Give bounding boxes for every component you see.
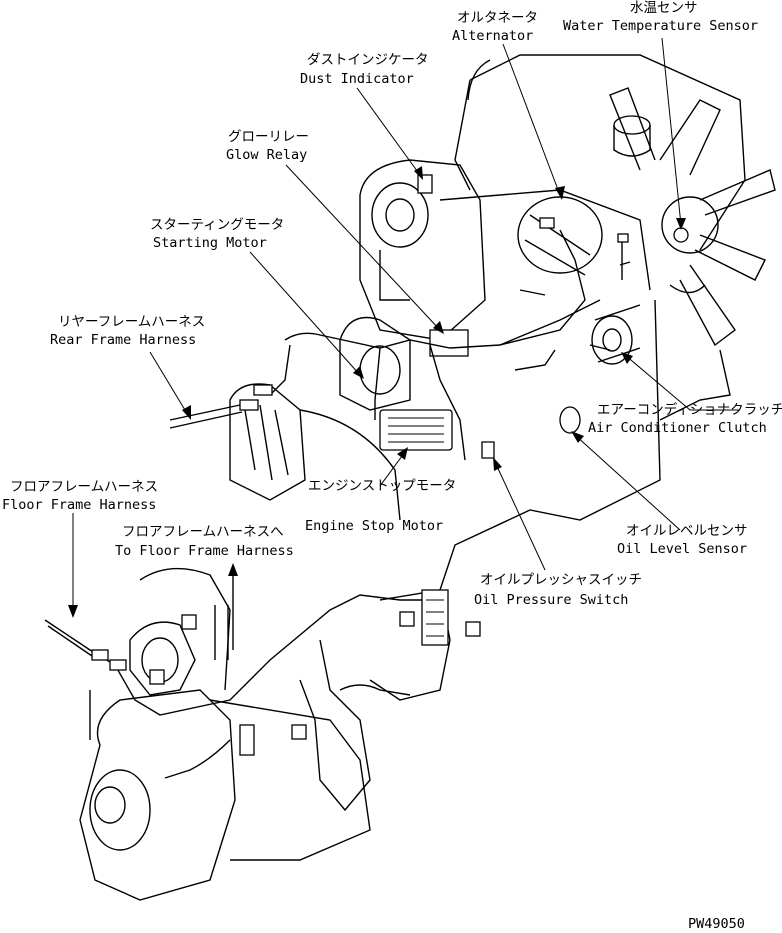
starting-motor-label-en: Starting Motor <box>153 235 267 251</box>
dust-indicator-label-jp: ダストインジケータ <box>307 52 429 68</box>
oil-pressure-switch-label-jp: オイルプレッシャスイッチ <box>480 572 642 588</box>
engine-stop-motor-body <box>379 409 453 451</box>
to-floor-frame-harness-label-en: To Floor Frame Harness <box>115 543 294 559</box>
engine-assembly <box>44 54 776 901</box>
transmission <box>79 567 451 901</box>
aircon-clutch-label-jp: エアーコンディショナクラッチ <box>597 401 782 418</box>
oil-level-sensor-label-en: Oil Level Sensor <box>617 541 747 557</box>
air-cleaner <box>359 159 486 341</box>
starting-motor-label-jp: スターティングモータ <box>150 217 284 233</box>
glow-relay-label-jp: グローリレー <box>228 129 309 145</box>
oil-level-sensor-label-jp: オイルレベルセンサ <box>626 523 748 539</box>
alternator-body <box>517 196 603 276</box>
engine-stop-motor-label-jp: エンジンストップモータ <box>308 478 456 494</box>
floor-frame-harness-label-jp: フロアフレームハーネス <box>10 479 158 495</box>
oil-pressure-switch-label-en: Oil Pressure Switch <box>474 592 628 608</box>
fan <box>609 87 776 347</box>
aircon-clutch-label-en: Air Conditioner Clutch <box>588 420 767 436</box>
alternator-label-jp: オルタネータ <box>457 10 538 26</box>
alternator-label-en: Alternator <box>452 28 533 44</box>
to-floor-frame-harness-label-jp: フロアフレームハーネスへ <box>122 524 284 540</box>
floor-frame-harness-label-en: Floor Frame Harness <box>2 497 156 513</box>
relay-box <box>421 589 449 646</box>
leader-lines <box>68 37 740 618</box>
glow-relay-label-en: Glow Relay <box>226 147 307 163</box>
rear-housing <box>229 383 401 521</box>
aircon-clutch-body <box>591 304 641 365</box>
water-temp-label-en: Water Temperature Sensor <box>563 18 758 34</box>
rear-frame-harness-label-en: Rear Frame Harness <box>50 332 196 348</box>
glow-relay-body <box>429 329 469 357</box>
water-temp-label-jp: 水温センサ <box>630 0 698 16</box>
engine-stop-motor-label-en: Engine Stop Motor <box>305 518 443 534</box>
rear-frame-harness-label-jp: リヤーフレームハーネス <box>58 314 205 330</box>
dust-indicator-label-en: Dust Indicator <box>300 71 414 87</box>
drawing-number: PW49050 <box>688 916 745 932</box>
